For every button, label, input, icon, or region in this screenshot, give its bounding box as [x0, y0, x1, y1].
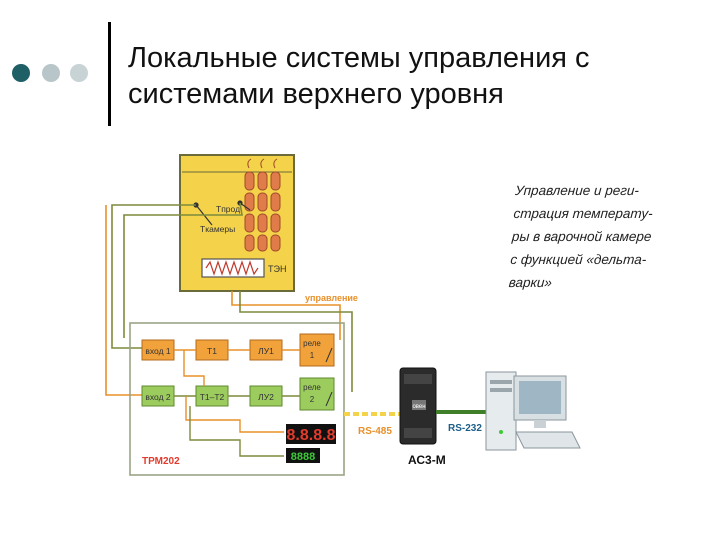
block-t1t2: T1–T2	[195, 385, 229, 407]
slide-title: Локальные системы управления с системами…	[128, 40, 708, 112]
internal-wires	[174, 349, 300, 457]
block-t1t2-label: T1–T2	[200, 392, 225, 402]
block-relay1: реле 1	[299, 333, 335, 367]
display-red: 8.8.8.8	[286, 424, 336, 444]
block-input2: вход 2	[141, 385, 175, 407]
block-relay2-number: 2	[310, 395, 315, 404]
sensor-chamber-label: Tкамеры	[200, 224, 235, 234]
computer-icon	[485, 371, 581, 451]
title-divider	[108, 22, 111, 126]
sensor-product-label: Tпрод	[216, 204, 240, 214]
cooking-chamber: Tкамеры Tпрод ТЭН	[179, 154, 295, 292]
converter-device: овен	[399, 367, 437, 445]
block-t1-label: T1	[207, 346, 217, 356]
block-lu2-label: ЛУ2	[258, 392, 274, 402]
converter-label: АС3-М	[408, 453, 446, 467]
block-lu2: ЛУ2	[249, 385, 283, 407]
slide-title-line-1: Локальные системы управления с	[128, 42, 590, 74]
block-input1: вход 1	[141, 339, 175, 361]
dot-dark	[12, 64, 30, 82]
block-lu1: ЛУ1	[249, 339, 283, 361]
heater-label: ТЭН	[268, 264, 286, 274]
block-relay2-label: реле	[303, 383, 321, 392]
dot-light-1	[42, 64, 60, 82]
display-red-value: 8.8.8.8	[287, 427, 336, 444]
dot-light-2	[70, 64, 88, 82]
trm202-frame	[129, 322, 345, 476]
heater-element	[201, 258, 265, 278]
block-lu1-label: ЛУ1	[258, 346, 274, 356]
rs485-label: RS-485	[358, 426, 392, 437]
block-relay1-number: 1	[310, 351, 315, 360]
control-label: управление	[305, 293, 358, 303]
block-t1: T1	[195, 339, 229, 361]
block-input2-label: вход 2	[145, 392, 171, 402]
converter-badge: овен	[412, 404, 425, 410]
display-green: 8888	[286, 448, 320, 463]
bullet-dots-decoration	[12, 64, 96, 84]
heater-coil-icon	[205, 260, 259, 276]
block-input1-label: вход 1	[145, 346, 171, 356]
display-green-value: 8888	[291, 451, 315, 463]
block-relay1-label: реле	[303, 339, 321, 348]
rs232-label: RS-232	[448, 423, 482, 434]
block-relay2: реле 2	[299, 377, 335, 411]
device-name-label: ТРМ202	[142, 456, 180, 467]
slide-title-line-2: системами верхнего уровня	[128, 78, 504, 110]
sausages-icon	[244, 158, 281, 252]
